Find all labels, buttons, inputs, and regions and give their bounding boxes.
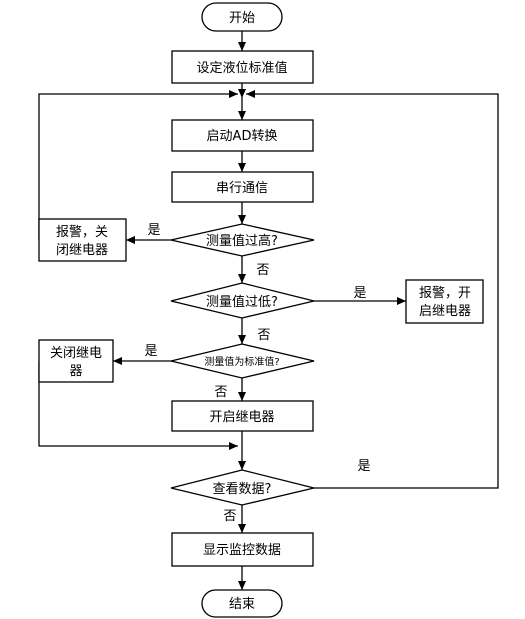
view-data-label: 查看数据? — [213, 481, 272, 497]
alarm-close-label-2: 闭继电器 — [56, 243, 108, 258]
standard-no-label: 否 — [214, 385, 227, 400]
check-standard-diamond — [170, 343, 315, 379]
serial-label: 串行通信 — [216, 181, 268, 196]
close-relay-label-1: 关闭继电 — [50, 346, 102, 361]
end-label: 结束 — [229, 597, 255, 612]
low-yes-label: 是 — [353, 286, 366, 301]
close-relay-box — [38, 339, 114, 383]
set-level-label: 设定液位标准值 — [196, 60, 287, 76]
standard-yes-label: 是 — [144, 344, 157, 359]
start-label: 开始 — [229, 11, 255, 26]
start-node: 开始 — [201, 2, 283, 32]
alarm-close-box — [38, 218, 127, 262]
view-no-label: 否 — [223, 509, 236, 524]
alarm-close-label-1: 报警，关 — [56, 224, 108, 240]
check-low-node: 测量值过低? — [170, 282, 315, 319]
check-standard-label: 测量值为标准值? — [204, 355, 279, 368]
start-ad-node: 启动AD转换 — [171, 119, 314, 152]
start-terminal — [201, 2, 283, 32]
set-level-box — [171, 50, 314, 84]
view-data-diamond — [170, 469, 315, 506]
flow-edges — [38, 31, 499, 590]
alarm-open-node: 报警，开 启继电器 — [405, 279, 484, 324]
serial-box — [171, 171, 314, 203]
show-monitor-box — [171, 532, 314, 567]
close-relay-node: 关闭继电 器 — [38, 339, 114, 383]
check-high-label: 测量值过高? — [206, 233, 278, 249]
view-yes-label: 是 — [357, 459, 370, 474]
open-relay-label: 开启继电器 — [209, 410, 274, 425]
alarm-close-node: 报警，关 闭继电器 — [38, 218, 127, 262]
end-terminal — [201, 589, 283, 618]
alarm-open-label-1: 报警，开 — [419, 285, 471, 301]
open-relay-node: 开启继电器 — [171, 400, 314, 432]
check-standard-node: 测量值为标准值? — [170, 343, 315, 379]
check-low-diamond — [170, 282, 315, 319]
serial-node: 串行通信 — [171, 171, 314, 203]
alarm-open-box — [405, 279, 484, 324]
edge-labels: 是 否 是 否 是 否 是 否 — [144, 223, 370, 524]
check-low-label: 测量值过低? — [206, 294, 278, 310]
alarm-open-label-2: 启继电器 — [419, 304, 471, 319]
high-yes-label: 是 — [147, 223, 160, 238]
check-high-diamond — [170, 223, 315, 257]
end-node: 结束 — [201, 589, 283, 618]
low-no-label: 否 — [257, 328, 270, 343]
edge-alarm-close-loop — [38, 90, 238, 240]
edge-close-relay-merge — [38, 361, 238, 450]
show-monitor-node: 显示监控数据 — [171, 532, 314, 567]
view-data-node: 查看数据? — [170, 469, 315, 506]
check-high-node: 测量值过高? — [170, 223, 315, 257]
edge-view-yes-loop — [246, 90, 499, 489]
start-ad-label: 启动AD转换 — [207, 129, 278, 144]
set-level-node: 设定液位标准值 — [171, 50, 314, 84]
start-ad-box — [171, 119, 314, 152]
open-relay-box — [171, 400, 314, 432]
high-no-label: 否 — [256, 263, 269, 278]
close-relay-label-2: 器 — [69, 364, 82, 379]
show-monitor-label: 显示监控数据 — [203, 543, 281, 558]
